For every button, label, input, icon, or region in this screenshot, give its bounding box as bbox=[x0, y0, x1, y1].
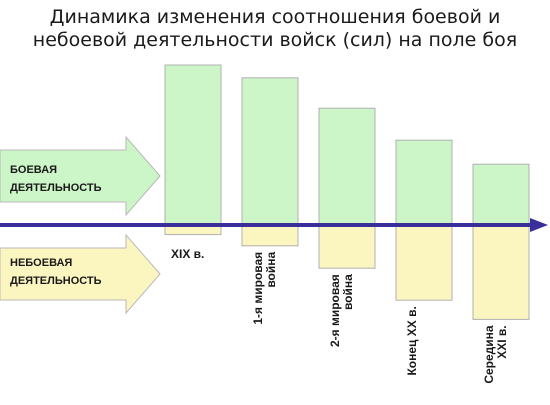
category-label: 1-я мировая bbox=[251, 252, 265, 325]
chart-title: Динамика изменения соотношения боевой и … bbox=[0, 6, 550, 52]
bar-combat bbox=[241, 77, 299, 226]
category-label: Конец XX в. bbox=[405, 306, 419, 375]
category-label: война bbox=[341, 274, 355, 310]
bar-combat bbox=[164, 64, 222, 226]
category-label: XXI в. bbox=[495, 325, 509, 358]
category-label: XIX в. bbox=[171, 247, 204, 261]
bars bbox=[164, 64, 530, 320]
legend-arrow-combat bbox=[0, 135, 161, 217]
bar-combat bbox=[472, 163, 530, 226]
legend-arrow-noncombat bbox=[0, 233, 161, 315]
axis-arrowhead bbox=[530, 218, 548, 232]
legend-label-noncombat: НЕБОЕВАЯ bbox=[10, 257, 72, 269]
chart-title-line-2: небоевой деятельности войск (сил) на пол… bbox=[32, 29, 518, 51]
legend-label-combat: БОЕВАЯ bbox=[10, 164, 57, 176]
category-label: 2-я мировая bbox=[328, 274, 342, 347]
bar-noncombat bbox=[472, 224, 530, 320]
chart-title-line-1: Динамика изменения соотношения боевой и bbox=[49, 6, 501, 28]
bar-combat bbox=[395, 139, 453, 226]
legend: БОЕВАЯ ДЕЯТЕЛЬНОСТЬ НЕБОЕВАЯ ДЕЯТЕЛЬНОСТЬ bbox=[0, 135, 161, 315]
bar-noncombat bbox=[395, 224, 453, 301]
bar-combat bbox=[318, 107, 376, 226]
legend-label-combat: ДЕЯТЕЛЬНОСТЬ bbox=[10, 182, 102, 194]
bar-noncombat bbox=[318, 224, 376, 269]
bar-noncombat bbox=[241, 224, 299, 247]
category-label: война bbox=[264, 251, 278, 287]
axis bbox=[0, 218, 548, 232]
legend-label-noncombat: ДЕЯТЕЛЬНОСТЬ bbox=[10, 275, 102, 287]
category-label: Середина bbox=[482, 325, 496, 384]
